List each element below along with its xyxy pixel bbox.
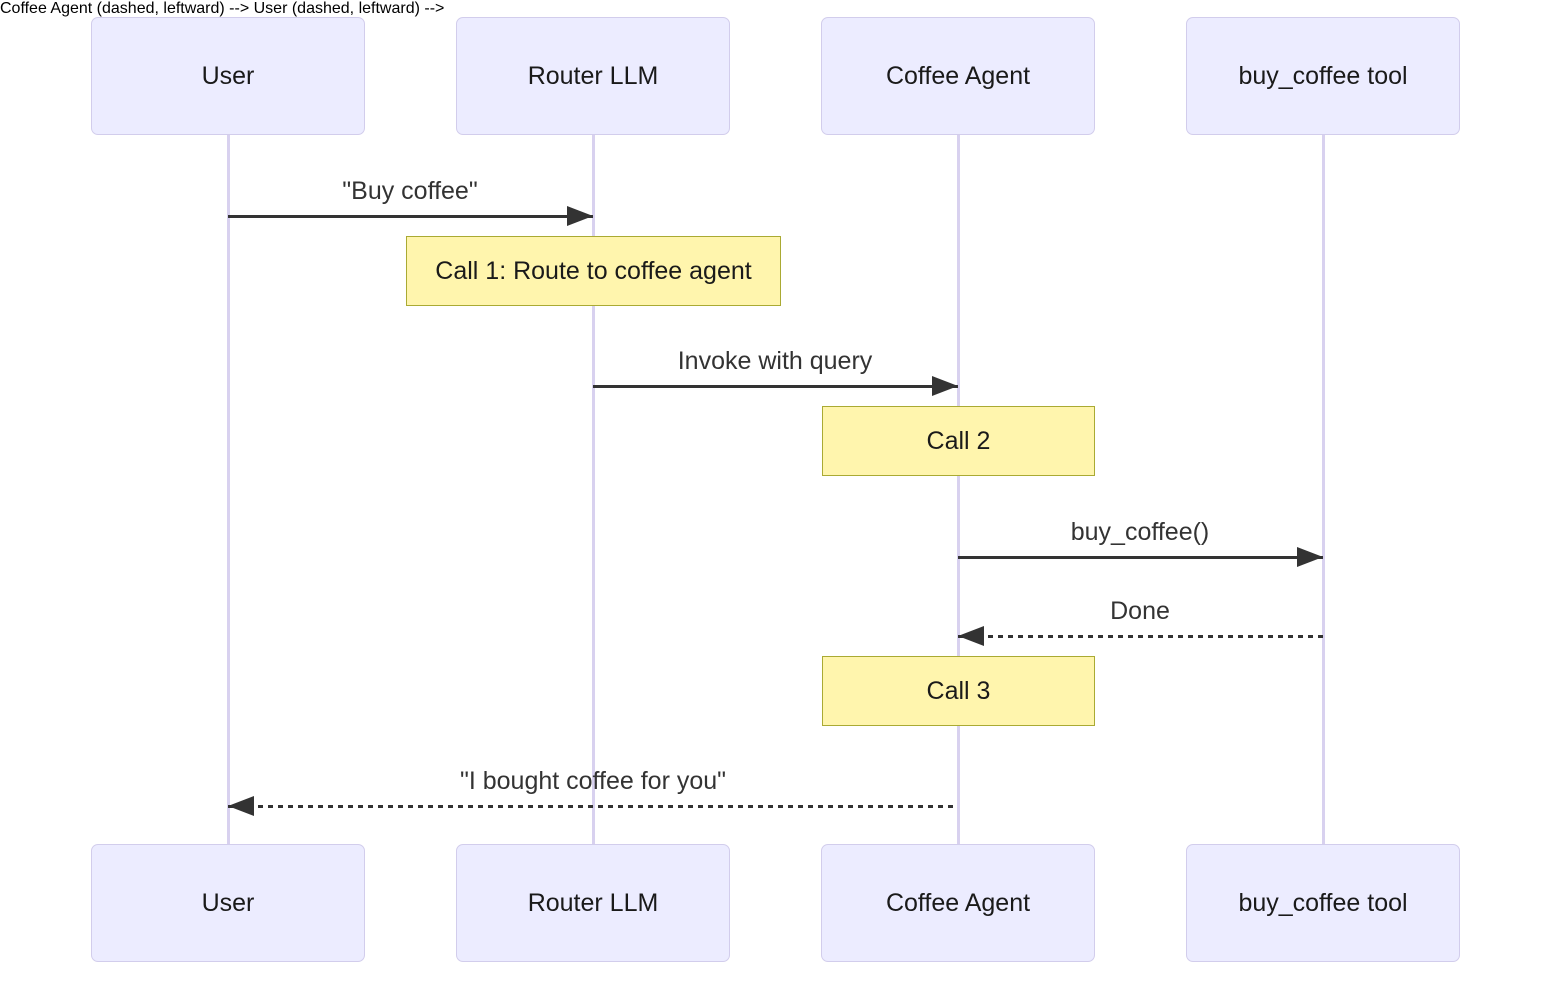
actor-bottom-user: User bbox=[91, 844, 365, 962]
message-label-buy-coffee: "Buy coffee" bbox=[342, 177, 478, 205]
arrowhead-right-icon bbox=[932, 376, 958, 396]
arrowhead-left-icon bbox=[958, 626, 984, 646]
actor-label: Coffee Agent bbox=[885, 61, 1031, 90]
arrowhead-right-icon bbox=[567, 206, 593, 226]
message-line-buy-coffee-call bbox=[958, 556, 1323, 559]
actor-label: User bbox=[201, 61, 255, 90]
actor-label: Coffee Agent bbox=[885, 888, 1031, 917]
actor-top-router-llm: Router LLM bbox=[456, 17, 730, 135]
note-call-1: Call 1: Route to coffee agent bbox=[406, 236, 781, 306]
note-call-3: Call 3 bbox=[822, 656, 1095, 726]
message-label-done: Done bbox=[1110, 597, 1170, 625]
message-label-invoke-with-query: Invoke with query bbox=[677, 347, 873, 375]
actor-top-buy-coffee-tool: buy_coffee tool bbox=[1186, 17, 1460, 135]
actor-label: User bbox=[201, 888, 255, 917]
actor-bottom-buy-coffee-tool: buy_coffee tool bbox=[1186, 844, 1460, 962]
message-label-i-bought-coffee: "I bought coffee for you" bbox=[459, 767, 727, 795]
note-label: Call 3 bbox=[926, 676, 991, 705]
actor-label: buy_coffee tool bbox=[1238, 888, 1408, 917]
lifeline-user bbox=[227, 135, 230, 845]
message-line-i-bought-coffee bbox=[228, 805, 958, 808]
lifeline-router-llm bbox=[592, 135, 595, 845]
arrowhead-left-icon bbox=[228, 796, 254, 816]
note-call-2: Call 2 bbox=[822, 406, 1095, 476]
lifeline-buy-coffee-tool bbox=[1322, 135, 1325, 845]
message-label-buy-coffee-call: buy_coffee() bbox=[1070, 518, 1210, 546]
message-line-done bbox=[958, 635, 1323, 638]
arrowhead-right-icon bbox=[1297, 547, 1323, 567]
message-line-buy-coffee bbox=[228, 215, 593, 218]
actor-label: Router LLM bbox=[527, 888, 659, 917]
note-label: Call 2 bbox=[926, 426, 991, 455]
actor-top-coffee-agent: Coffee Agent bbox=[821, 17, 1095, 135]
actor-label: buy_coffee tool bbox=[1238, 61, 1408, 90]
lifeline-coffee-agent bbox=[957, 135, 960, 845]
note-label: Call 1: Route to coffee agent bbox=[435, 256, 752, 285]
actor-bottom-coffee-agent: Coffee Agent bbox=[821, 844, 1095, 962]
actor-bottom-router-llm: Router LLM bbox=[456, 844, 730, 962]
message-line-invoke-with-query bbox=[593, 385, 958, 388]
actor-label: Router LLM bbox=[527, 61, 659, 90]
actor-top-user: User bbox=[91, 17, 365, 135]
